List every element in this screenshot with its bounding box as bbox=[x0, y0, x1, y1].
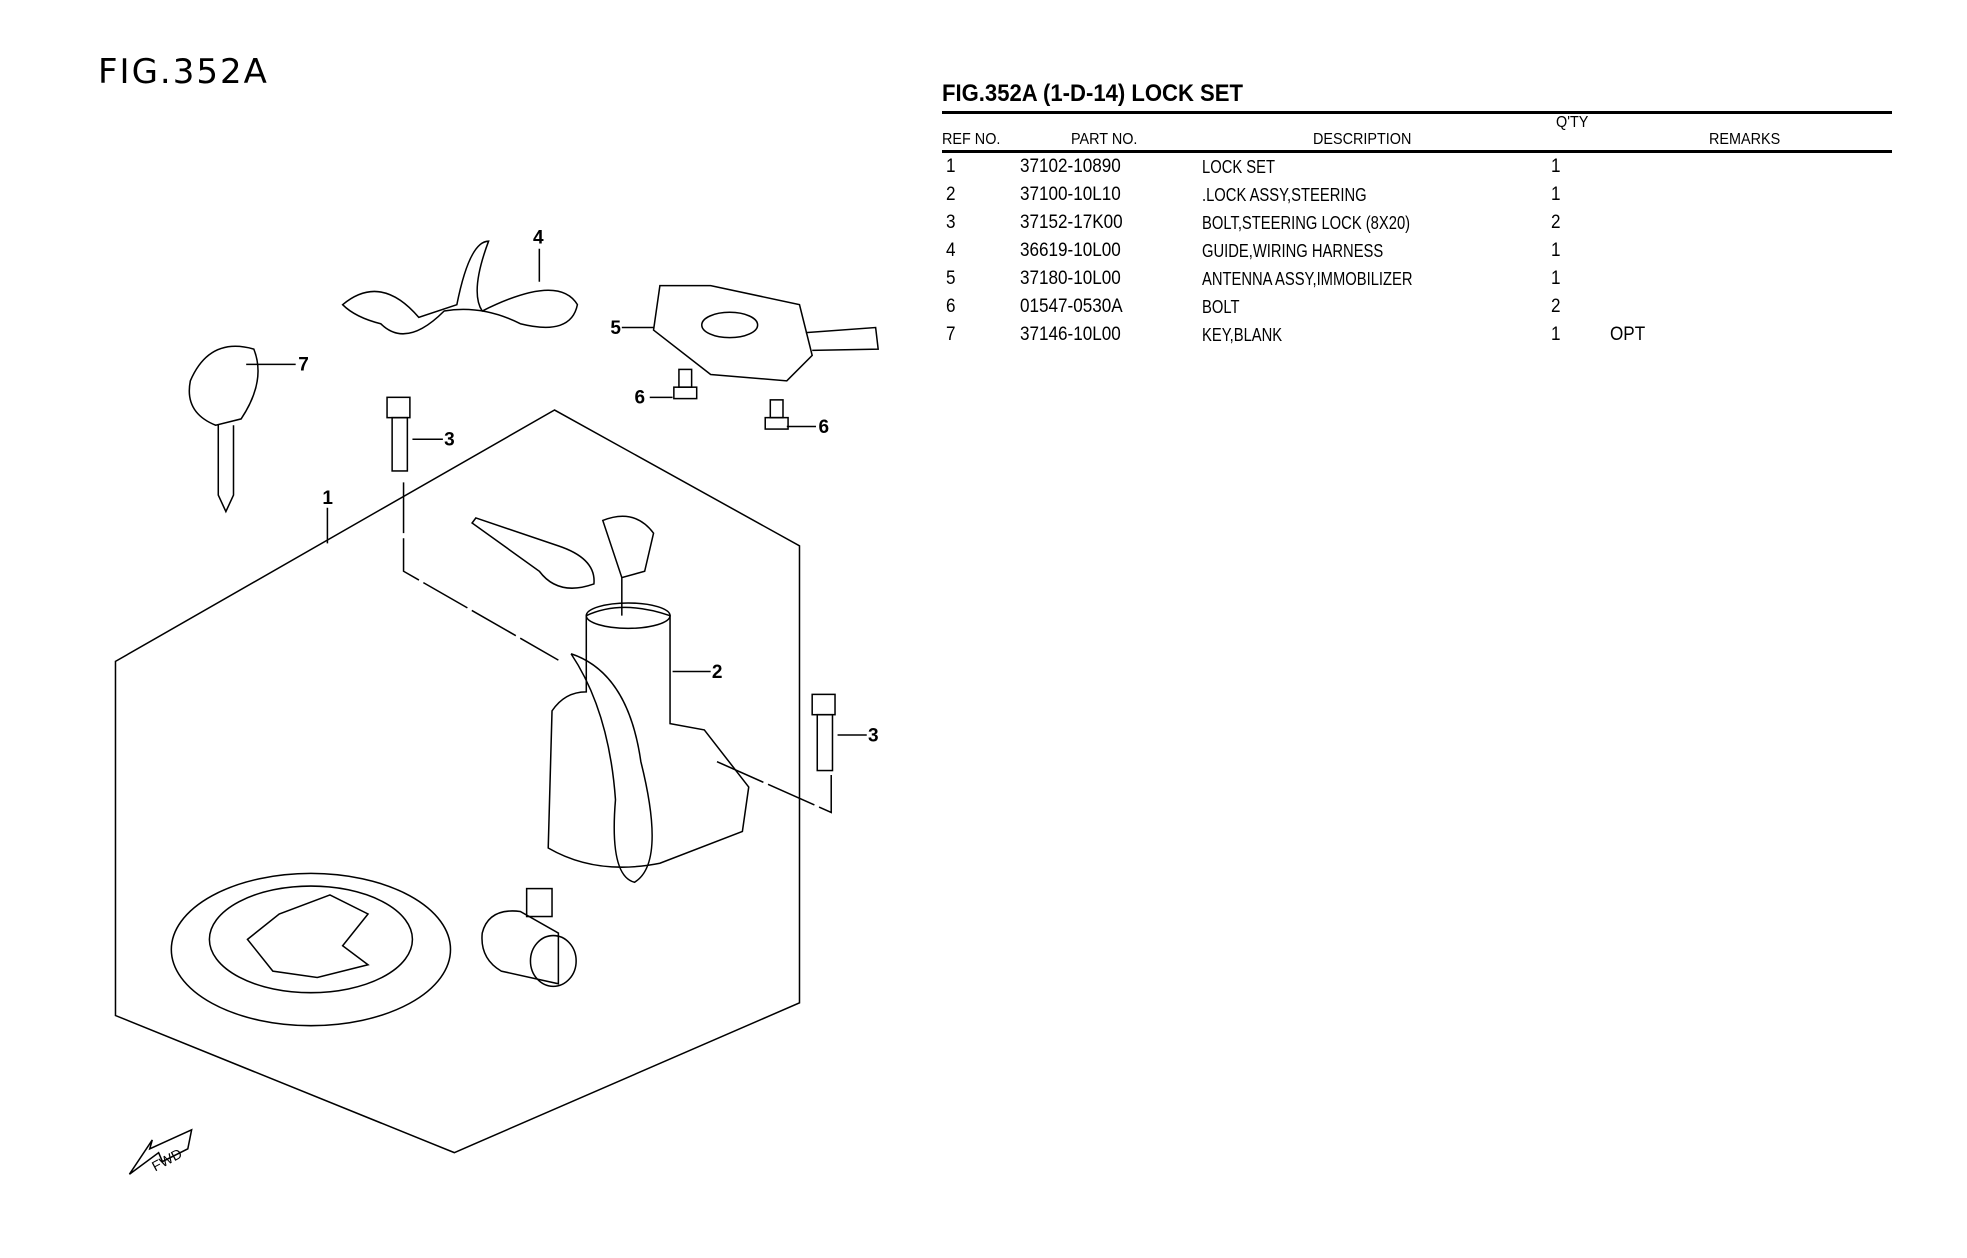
antenna-part bbox=[652, 284, 814, 382]
row-qty: 1 bbox=[1551, 268, 1561, 289]
header-ref: REF NO. bbox=[942, 131, 1001, 148]
row-ref: 3 bbox=[946, 212, 956, 233]
wiring-guide-part bbox=[341, 240, 579, 335]
row-description: LOCK SET bbox=[1202, 157, 1276, 177]
row-qty: 2 bbox=[1551, 212, 1561, 233]
row-ref: 5 bbox=[946, 268, 956, 289]
callout-2: 2 bbox=[712, 662, 723, 683]
row-qty: 1 bbox=[1551, 240, 1561, 261]
parts-table-title: FIG.352A (1-D-14) LOCK SET bbox=[942, 80, 1243, 107]
row-description: .LOCK ASSY,STEERING bbox=[1202, 185, 1367, 205]
row-description: KEY,BLANK bbox=[1202, 325, 1283, 345]
row-ref: 7 bbox=[946, 324, 956, 345]
row-part: 37152-17K00 bbox=[1020, 212, 1123, 233]
row-qty: 2 bbox=[1551, 296, 1561, 317]
header-rule bbox=[942, 150, 1892, 153]
callout-3b: 3 bbox=[868, 725, 879, 746]
header-part: PART NO. bbox=[1071, 131, 1138, 148]
row-description: BOLT bbox=[1202, 297, 1240, 317]
row-ref: 1 bbox=[946, 156, 956, 177]
row-description: ANTENNA ASSY,IMMOBILIZER bbox=[1202, 269, 1413, 289]
callout-5: 5 bbox=[610, 318, 621, 339]
row-ref: 4 bbox=[946, 240, 956, 261]
steering-lock-part bbox=[547, 606, 750, 868]
row-ref: 2 bbox=[946, 184, 956, 205]
bolt-part-3b bbox=[811, 693, 836, 772]
row-ref: 6 bbox=[946, 296, 956, 317]
figure-label: FIG.352A bbox=[98, 52, 269, 92]
callout-7: 7 bbox=[298, 355, 309, 376]
lock-cylinder-part bbox=[481, 887, 577, 988]
row-part: 01547-0530A bbox=[1020, 296, 1123, 317]
bolt-part-3a bbox=[386, 396, 411, 472]
fwd-arrow-icon bbox=[128, 1128, 193, 1175]
bolt-part-6b bbox=[764, 399, 789, 430]
row-part: 36619-10L00 bbox=[1020, 240, 1121, 261]
header-qty: Q'TY bbox=[1556, 114, 1589, 131]
header-remarks: REMARKS bbox=[1709, 131, 1781, 148]
header-description: DESCRIPTION bbox=[1313, 131, 1412, 148]
key-part bbox=[188, 345, 259, 514]
callout-1: 1 bbox=[322, 488, 333, 509]
row-part: 37102-10890 bbox=[1020, 156, 1121, 177]
callout-6a: 6 bbox=[635, 388, 646, 409]
row-remarks: OPT bbox=[1610, 324, 1646, 345]
callout-3a: 3 bbox=[444, 430, 455, 451]
title-rule bbox=[942, 111, 1892, 114]
bolt-part-6a bbox=[673, 368, 698, 400]
row-qty: 1 bbox=[1551, 156, 1561, 177]
row-qty: 1 bbox=[1551, 324, 1561, 345]
row-part: 37180-10L00 bbox=[1020, 268, 1121, 289]
row-description: BOLT,STEERING LOCK (8X20) bbox=[1202, 213, 1411, 233]
row-part: 37146-10L00 bbox=[1020, 324, 1121, 345]
fuel-cap-ring-part bbox=[170, 872, 452, 1027]
callout-4: 4 bbox=[533, 228, 544, 249]
callout-6b: 6 bbox=[819, 417, 830, 438]
assembly-box-outline bbox=[114, 409, 801, 1154]
row-description: GUIDE,WIRING HARNESS bbox=[1202, 241, 1384, 261]
row-part: 37100-10L10 bbox=[1020, 184, 1121, 205]
row-qty: 1 bbox=[1551, 184, 1561, 205]
